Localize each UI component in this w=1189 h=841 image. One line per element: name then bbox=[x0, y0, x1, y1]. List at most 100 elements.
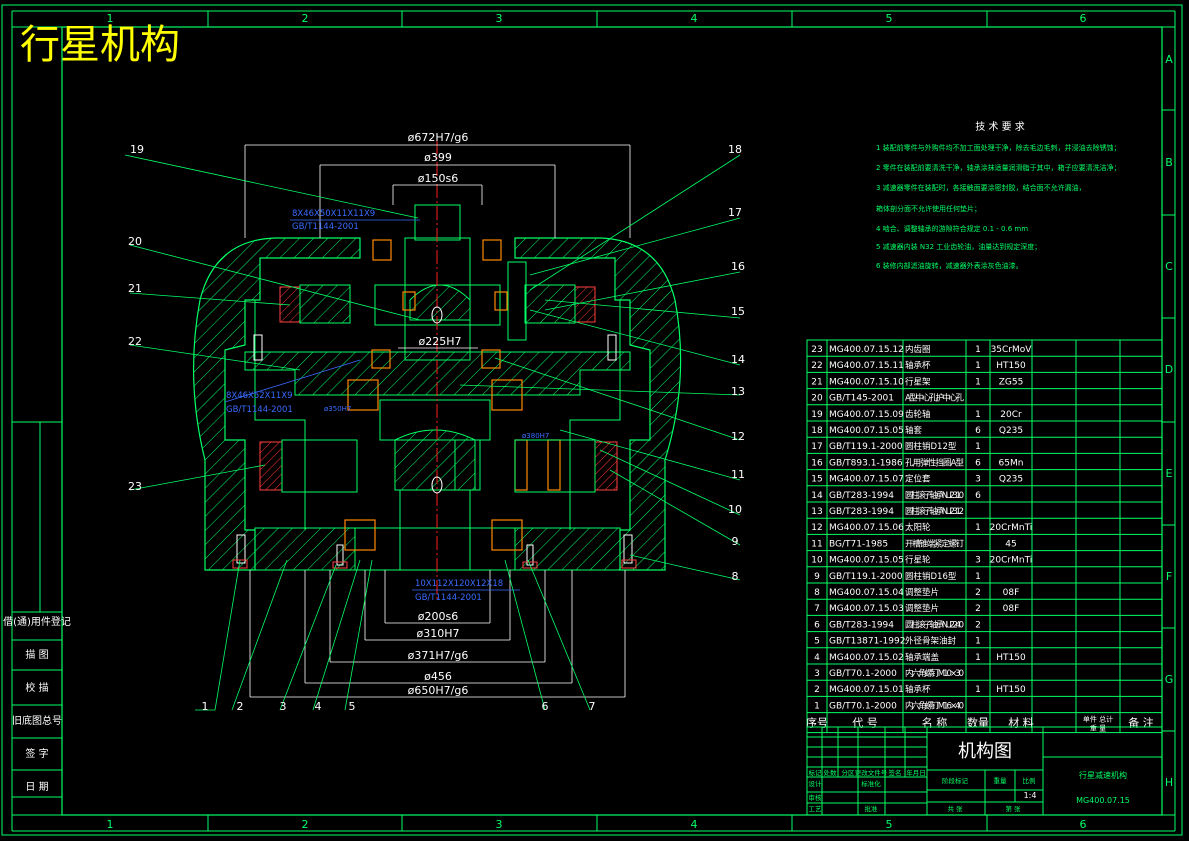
bom-code-9: GB/T119.1-2000 bbox=[829, 572, 903, 582]
bom-qty-23: 1 bbox=[975, 345, 981, 355]
bom-qty-16: 6 bbox=[975, 458, 981, 468]
bom-no-20: 20 bbox=[811, 394, 823, 404]
balloon-4: 4 bbox=[315, 700, 322, 713]
bom-no-16: 16 bbox=[811, 458, 823, 468]
bom-qty-15: 3 bbox=[975, 475, 981, 485]
bom-qty-7: 2 bbox=[975, 604, 981, 614]
bom-qty-6: 2 bbox=[975, 620, 981, 630]
note-spline-top-std: GB/T1144-2001 bbox=[292, 222, 359, 232]
zone-col-top-5: 5 bbox=[886, 12, 893, 25]
balloon-2: 2 bbox=[237, 700, 244, 713]
bom-mat-12: 20CrMnTi bbox=[990, 523, 1033, 533]
bom-code-12: MG400.07.15.06 bbox=[829, 523, 904, 533]
bom-code-19: MG400.07.15.09 bbox=[829, 410, 904, 420]
bom-name-6: 圆柱滚子轴承NU2240 bbox=[905, 619, 964, 630]
bom-name-4: 轴承端盖 bbox=[905, 652, 940, 663]
bom-no-12: 12 bbox=[811, 523, 822, 533]
bom-no-3: 3 bbox=[814, 669, 820, 679]
bom-header-3: 数量 bbox=[967, 717, 989, 730]
tb-process: 工艺 bbox=[809, 805, 823, 813]
stamp-trace: 描 图 bbox=[25, 648, 48, 661]
dimension-lines bbox=[244, 144, 631, 698]
bom-no-13: 13 bbox=[811, 507, 822, 517]
zone-col-bot-2: 2 bbox=[302, 818, 309, 831]
bom-no-17: 17 bbox=[811, 442, 822, 452]
bom-no-18: 18 bbox=[811, 426, 823, 436]
outer-frame bbox=[1, 4, 1183, 836]
balloon-11: 11 bbox=[731, 468, 745, 481]
tb-change: 更改文件号 bbox=[855, 768, 888, 777]
note-bore-380: ø380H7 bbox=[522, 432, 549, 440]
dim-310: ø310H7 bbox=[417, 627, 460, 640]
bom-no-21: 21 bbox=[811, 377, 822, 387]
zone-row-E: E bbox=[1166, 467, 1173, 480]
dim-371: ø371H7/g6 bbox=[408, 649, 469, 662]
bom-header-4: 材 料 bbox=[1008, 716, 1034, 730]
bom-code-6: GB/T283-1994 bbox=[829, 620, 894, 630]
title-block: 机构图 行星减速机构 MG400.07.15 1:4 标记 处数 分区 更改文件… bbox=[806, 726, 1163, 816]
dim-650: ø650H7/g6 bbox=[408, 684, 469, 697]
leader-lines bbox=[124, 154, 741, 711]
dim-399: ø399 bbox=[424, 151, 452, 164]
tech-req-2: 2 零件在装配前要清洗干净，轴承涂抹适量润滑脂于其中，箱子应要清洗洁净； bbox=[876, 163, 1121, 172]
bom-no-5: 5 bbox=[814, 637, 820, 647]
bom-name-22: 轴承杯 bbox=[905, 360, 931, 371]
tb-design: 设计 bbox=[809, 779, 823, 788]
bom-code-10: MG400.07.15.05 bbox=[829, 556, 904, 566]
tech-req-5: 5 减速器内装 N32 工业齿轮油，油量达到规定深度； bbox=[876, 242, 1041, 251]
bom-no-6: 6 bbox=[814, 620, 820, 630]
bom-code-21: MG400.07.15.10 bbox=[829, 377, 904, 387]
bom-name-16: 孔用弹性挡圈A型 bbox=[905, 457, 964, 468]
tb-count: 处数 bbox=[824, 768, 838, 777]
bom-mat-21: ZG55 bbox=[999, 377, 1024, 387]
bom-mat-16: 65Mn bbox=[999, 458, 1024, 468]
zone-col-top-2: 2 bbox=[302, 12, 309, 25]
bom-code-5: GB/T13871-1992 bbox=[829, 637, 905, 647]
zone-row-B: B bbox=[1165, 156, 1173, 169]
tech-requirements: 技 术 要 求 1 装配前零件与外购件均不加工面处理干净，除去毛边毛刺，并浸油去… bbox=[876, 120, 1121, 270]
tb-sign: 签名 bbox=[889, 768, 902, 777]
balloon-10: 10 bbox=[728, 503, 742, 516]
bom-name-11: 开槽锥端紧定螺钉 bbox=[905, 538, 964, 549]
bom-no-14: 14 bbox=[811, 491, 823, 501]
balloon-15: 15 bbox=[731, 305, 745, 318]
bom-qty-17: 1 bbox=[975, 442, 981, 452]
balloon-9: 9 bbox=[732, 535, 739, 548]
bom-name-10: 行星轮 bbox=[905, 555, 931, 566]
bom-header-weight2: 重 量 bbox=[1090, 725, 1106, 733]
bom-no-9: 9 bbox=[814, 572, 820, 582]
bom-no-19: 19 bbox=[811, 410, 823, 420]
zone-col-top-4: 4 bbox=[691, 12, 698, 25]
bom-name-2: 轴承杯 bbox=[905, 684, 931, 695]
bom-qty-2: 1 bbox=[975, 685, 981, 695]
bom-qty-22: 1 bbox=[975, 361, 981, 371]
stamp-sign: 签 字 bbox=[25, 747, 48, 760]
zone-col-bot-5: 5 bbox=[886, 818, 893, 831]
bom-mat-10: 20CrMnTi bbox=[990, 556, 1033, 566]
bom-name-3: 内六角螺钉M10×30 bbox=[905, 668, 964, 679]
balloon-3: 3 bbox=[280, 700, 287, 713]
tech-req-6: 6 装修内部滤油旋转，减速器外表涂灰色油漆。 bbox=[876, 261, 1023, 270]
bom-qty-8: 2 bbox=[975, 588, 981, 598]
bom-name-19: 齿轮轴 bbox=[905, 409, 931, 420]
stamp-check: 校 描 bbox=[25, 681, 48, 694]
balloon-20: 20 bbox=[128, 235, 142, 248]
tb-weight: 重量 bbox=[994, 777, 1008, 785]
tb-standard: 标准化 bbox=[861, 779, 881, 788]
bom-qty-14: 6 bbox=[975, 491, 981, 501]
bom-name-9: 圆柱销D16型 bbox=[905, 571, 957, 582]
bom-name-13: 圆柱滚子轴承NU2312 bbox=[905, 506, 964, 517]
dim-150: ø150s6 bbox=[418, 172, 458, 185]
bom-mat-19: 20Cr bbox=[1000, 410, 1022, 420]
bom-name-17: 圆柱销D12型 bbox=[905, 441, 957, 452]
balloon-1: 1 bbox=[202, 700, 209, 713]
bom-name-20: A型中心孔护中心孔 bbox=[905, 393, 964, 404]
bom-name-8: 调整垫片 bbox=[905, 587, 939, 598]
balloon-22: 22 bbox=[128, 335, 142, 348]
tb-review: 审核 bbox=[809, 793, 823, 802]
drawing-title: 行星机构 bbox=[20, 22, 180, 68]
bom-qty-4: 1 bbox=[975, 653, 981, 663]
bom-header-weight: 单件 总计 bbox=[1083, 715, 1113, 724]
bom-mat-22: HT150 bbox=[996, 361, 1026, 371]
